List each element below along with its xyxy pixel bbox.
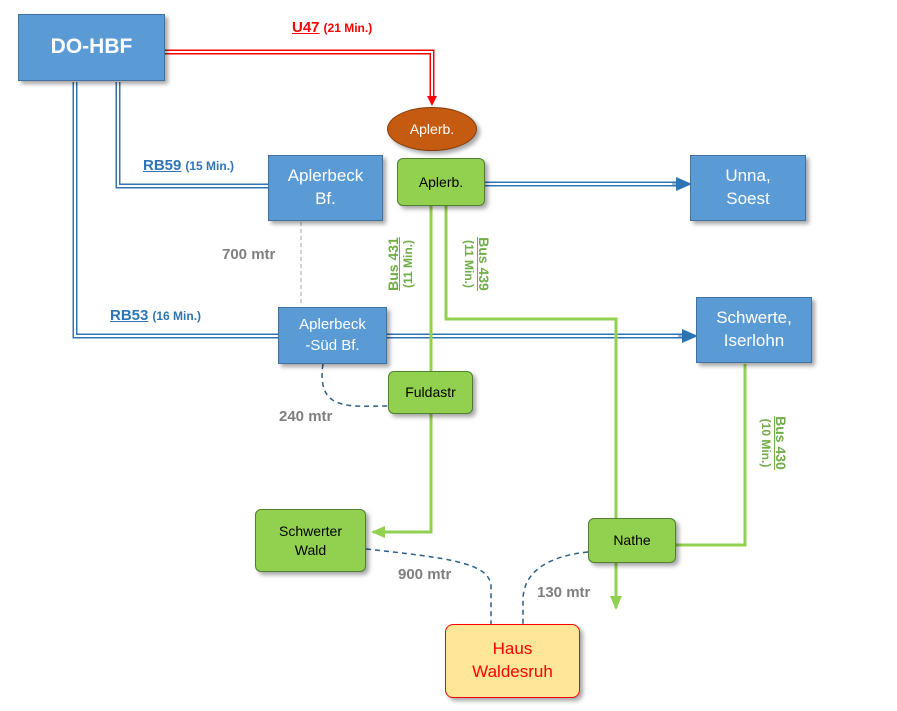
distance-240: 240 mtr [279, 408, 333, 425]
distance-700: 700 mtr [222, 246, 276, 263]
rb59-duration: (15 Min.) [185, 159, 235, 173]
u47-label: U47(21 Min.) [292, 19, 372, 37]
bus439-connector [444, 206, 622, 610]
u47-duration: (21 Min.) [323, 21, 373, 35]
bus430-line-name: Bus 430 [773, 416, 789, 470]
aplerb-bus-node: Aplerb. [397, 158, 485, 206]
schwerte-iserlohn-node: Schwerte, Iserlohn [696, 297, 812, 363]
schwerter-wald-node: Schwerter Wald [255, 509, 366, 572]
rb53-connector [72, 82, 278, 339]
bus439-label: Bus 439 (11 Min.) [452, 224, 492, 304]
rb53-label: RB53(16 Min.) [110, 307, 201, 325]
nathe-node: Nathe [588, 518, 676, 563]
bus430-label: Bus 430 (10 Min.) [749, 403, 789, 483]
bus439-line-name: Bus 439 [476, 237, 492, 291]
rb59-label: RB59(15 Min.) [143, 157, 234, 175]
fuldastr-node: Fuldastr [388, 371, 473, 414]
distance-130: 130 mtr [537, 584, 591, 601]
bus431-duration: (11 Min.) [401, 240, 415, 289]
aplerbeck-bf-node: Aplerbeck Bf. [268, 155, 383, 221]
walk-900-connector [365, 548, 492, 624]
rb59-connector [115, 82, 268, 189]
walk-240-connector [321, 363, 389, 407]
walk-130-connector [522, 551, 589, 624]
bus430-connector [676, 364, 747, 547]
bus439-duration: (11 Min.) [462, 239, 476, 288]
bus431-connector [371, 206, 433, 538]
rb53-line-name: RB53 [110, 307, 149, 324]
distance-900: 900 mtr [398, 566, 452, 583]
u47-connector [165, 49, 437, 106]
haus-waldesruh-node: Haus Waldesruh [445, 624, 580, 698]
aplerbeck-sued-node: Aplerbeck -Süd Bf. [278, 307, 387, 364]
rb53-duration: (16 Min.) [152, 309, 202, 323]
do-hbf-node: DO-HBF [18, 14, 165, 81]
unna-soest-node: Unna, Soest [690, 155, 806, 221]
u47-line-name: U47 [292, 19, 320, 36]
rb59-line-name: RB59 [143, 157, 182, 174]
aplerb-u-node: Aplerb. [387, 107, 477, 151]
bus431-line-name: Bus 431 [385, 237, 401, 291]
bus431-label: Bus 431 (11 Min.) [385, 224, 425, 304]
bus430-duration: (10 Min.) [759, 418, 773, 468]
